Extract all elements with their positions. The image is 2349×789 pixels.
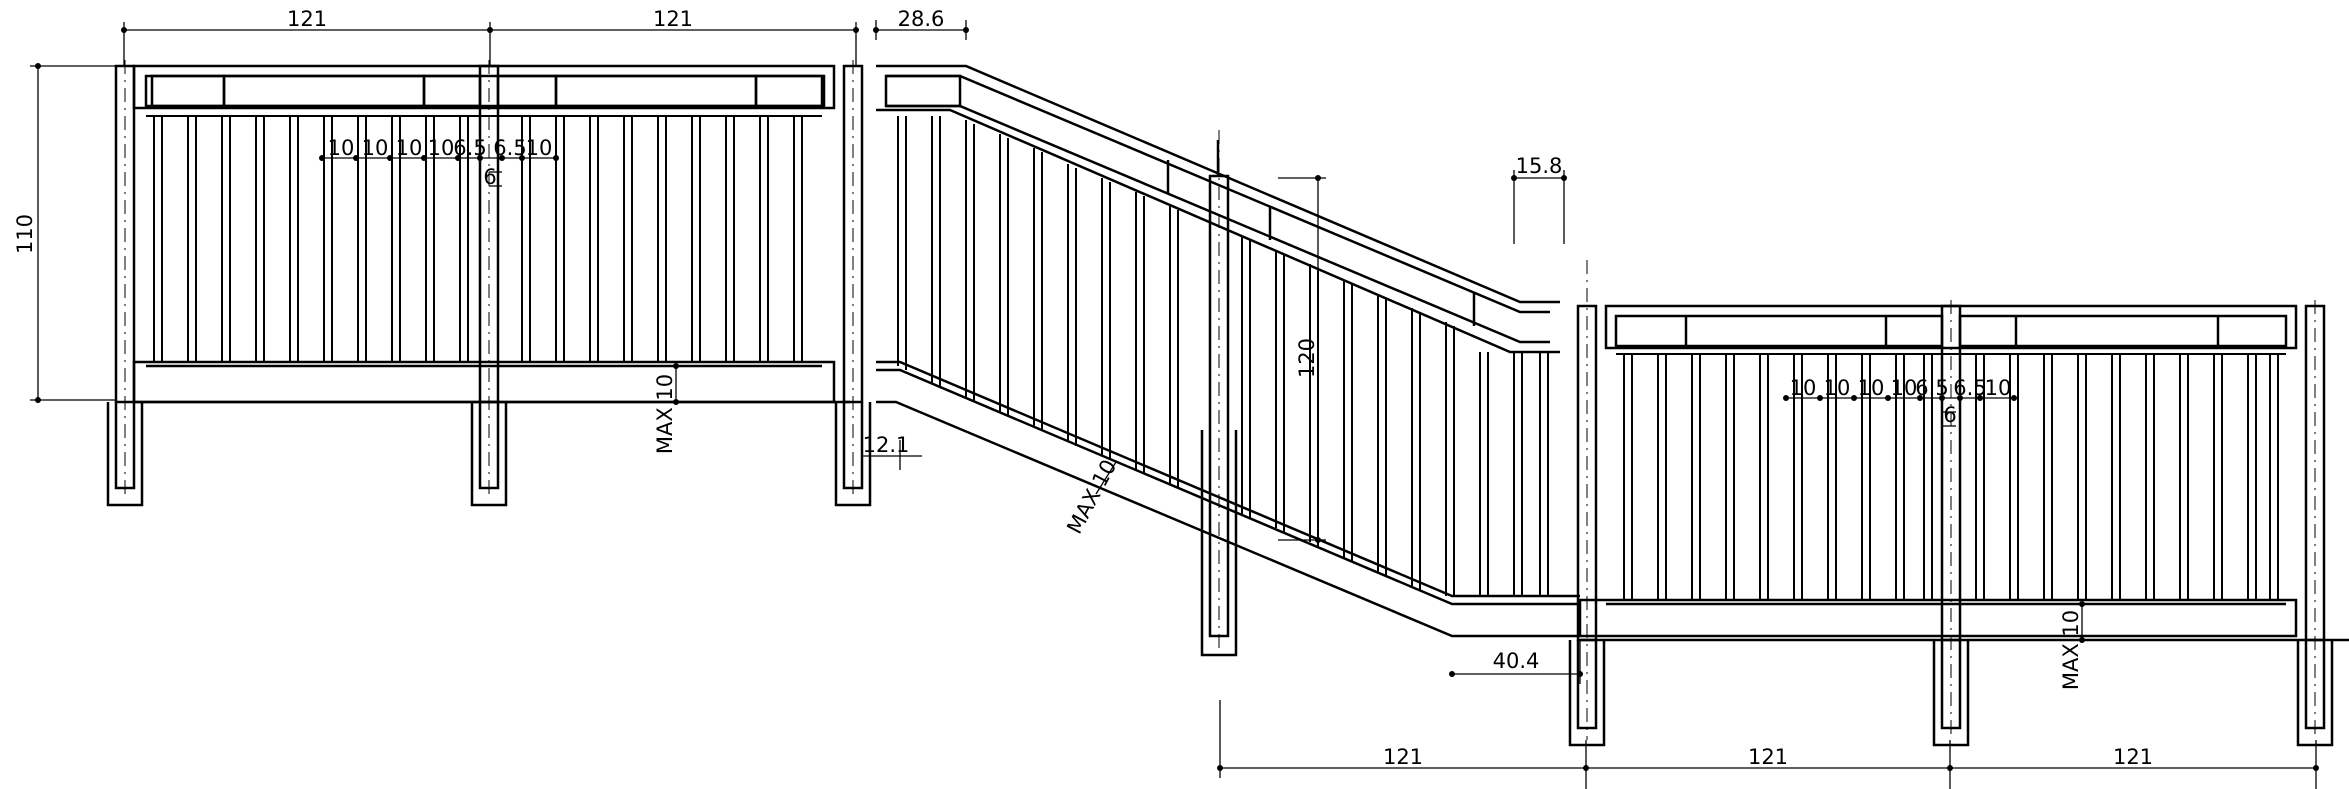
dim-baluster-10-g: 10 <box>1824 376 1851 400</box>
right-balusters <box>1616 353 2286 600</box>
dim-baluster-10-j: 10 <box>1985 376 2012 400</box>
dim-newel-offset: 28.6 <box>898 7 945 31</box>
dim-bottom-span-1: 121 <box>1383 745 1423 769</box>
dim-baluster-10-e: 10 <box>526 136 553 160</box>
dim-baluster-10-a: 10 <box>328 136 355 160</box>
dim-max-10-right: MAX 10 <box>2059 610 2083 690</box>
dim-max-10-stair: MAX 10 <box>1062 456 1121 538</box>
dim-top-span-1: 121 <box>287 7 327 31</box>
dim-rail-height-stair: 120 <box>1295 338 1319 378</box>
dimension-ticks <box>35 27 2319 771</box>
dim-baluster-6-5-d: 6.5 <box>1953 376 1986 400</box>
right-level-railing <box>1578 304 2349 642</box>
dim-baluster-6-5-b: 6.5 <box>493 136 526 160</box>
dim-baluster-10-d: 10 <box>428 136 455 160</box>
dim-baluster-10-f: 10 <box>1790 376 1817 400</box>
dim-stair-post-offset: 15.8 <box>1516 154 1563 178</box>
left-balusters <box>146 115 822 362</box>
dim-baluster-6-right: 6 <box>1943 403 1956 427</box>
dim-max-10-left: MAX 10 <box>653 374 677 454</box>
stair-balusters <box>897 116 1549 596</box>
dim-bottom-span-2: 121 <box>1748 745 1788 769</box>
right-posts <box>1568 304 2334 747</box>
dim-bottom-span-3: 121 <box>2113 745 2153 769</box>
dim-baluster-10-i: 10 <box>1891 376 1918 400</box>
center-lines <box>124 60 2316 740</box>
stair-railing <box>876 64 1580 638</box>
dim-stair-foot-offset: 40.4 <box>1493 649 1540 673</box>
dimension-labels: 121 121 28.6 110 10 10 10 10 6.5 6.5 10 … <box>13 7 2153 769</box>
dim-rail-height: 110 <box>13 214 37 254</box>
dim-baluster-6-left: 6 <box>483 165 496 189</box>
dim-baluster-10-b: 10 <box>362 136 389 160</box>
dim-baluster-6-5-c: 6.5 <box>1915 376 1948 400</box>
dim-post-gap: 12.1 <box>863 433 910 457</box>
dim-baluster-10-h: 10 <box>1858 376 1885 400</box>
dim-baluster-10-c: 10 <box>396 136 423 160</box>
dim-top-span-2: 121 <box>653 7 693 31</box>
dim-baluster-6-5-a: 6.5 <box>453 136 486 160</box>
